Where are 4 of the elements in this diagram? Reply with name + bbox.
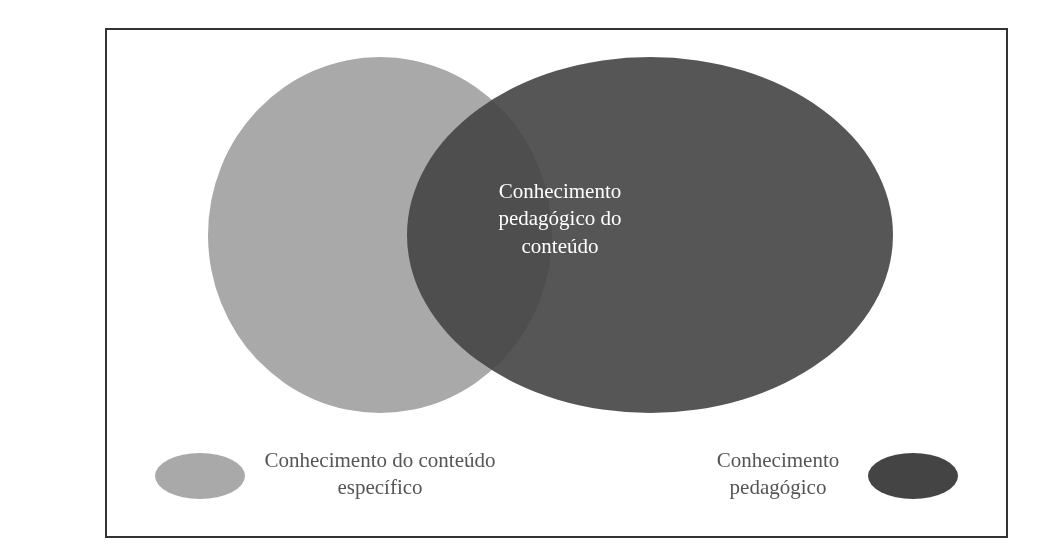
overlap-label: Conhecimento pedagógico do conteúdo <box>497 178 623 260</box>
legend-label: Conhecimento do conteúdo específico <box>263 447 497 502</box>
venn-ellipse <box>407 57 893 413</box>
legend-label: Conhecimento pedagógico <box>715 447 841 502</box>
